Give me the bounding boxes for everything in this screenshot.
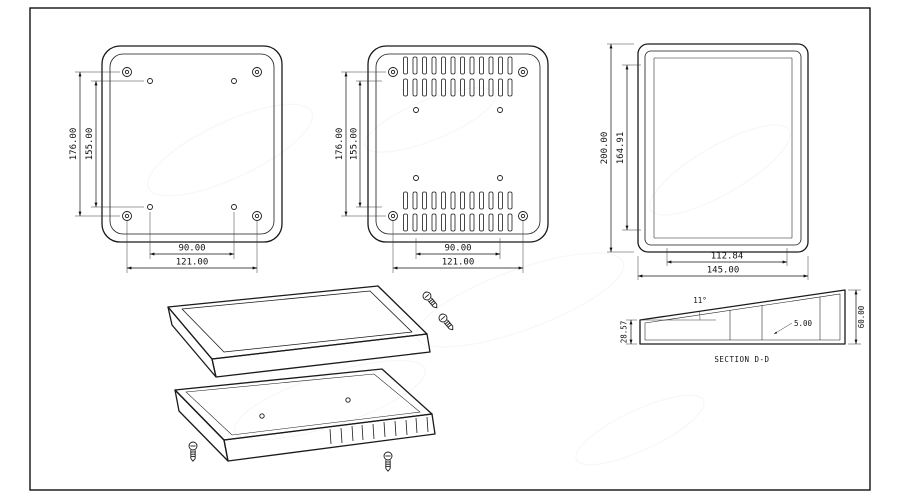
dim-section-front-height: 28.57 [620, 321, 629, 344]
screw-side-upper [420, 289, 441, 311]
section-wall-profile [644, 293, 841, 341]
section-outer-profile [639, 289, 846, 345]
side-view-inner-face [644, 50, 802, 246]
screw-side-lower [436, 311, 457, 333]
lid-top-face [167, 285, 428, 360]
base-inner-rim [185, 373, 421, 436]
dim-side-outer-depth: 145.00 [707, 266, 740, 276]
top-view: 176.00 155.00 90.00 121.00 [69, 45, 283, 273]
dim-top-outer-width: 121.00 [176, 258, 209, 268]
dim-top-inner-width: 90.00 [178, 244, 205, 254]
bottom-view: 176.00 155.00 90.00 121.00 [335, 45, 549, 273]
isometric-view [167, 285, 457, 472]
dim-side-outer-height: 200.00 [600, 132, 610, 165]
base-left-face [174, 389, 229, 462]
watermark-pattern [146, 87, 791, 466]
side-view: 200.00 164.91 112.84 145.00 [600, 43, 809, 280]
lid-front-face [211, 333, 431, 378]
base-vent-slats [329, 416, 429, 445]
vent-slots [403, 50, 513, 240]
lid-left-face [167, 306, 217, 378]
dim-side-inner-depth: 112.84 [711, 252, 744, 262]
section-label: SECTION D-D [714, 355, 769, 364]
dim-bottom-inner-width: 90.00 [444, 244, 471, 254]
side-view-outer-body [637, 43, 809, 253]
dim-bottom-inner-height: 155.00 [350, 128, 360, 161]
bottom-view-outer-body [367, 45, 549, 243]
sheet-border [29, 7, 871, 491]
top-view-outer-body [101, 45, 283, 243]
screw-bottom-left [188, 441, 198, 462]
dim-top-inner-height: 155.00 [85, 128, 95, 161]
dim-side-inner-height: 164.91 [616, 132, 626, 165]
top-view-inner-face [109, 53, 275, 235]
dim-section-rear-height: 60.00 [857, 305, 866, 328]
dim-top-outer-height: 176.00 [69, 128, 79, 161]
dim-bottom-outer-height: 176.00 [335, 128, 345, 161]
dim-section-wall-thickness: 5.00 [794, 319, 813, 328]
base-front-face [223, 413, 436, 462]
section-view: 11° 28.57 60.00 5.00 SECTION D-D [620, 289, 866, 364]
dim-section-angle: 11° [693, 296, 707, 305]
screw-bottom-right [383, 451, 393, 472]
lid-recessed-panel [181, 290, 413, 353]
dim-bottom-outer-width: 121.00 [442, 258, 475, 268]
